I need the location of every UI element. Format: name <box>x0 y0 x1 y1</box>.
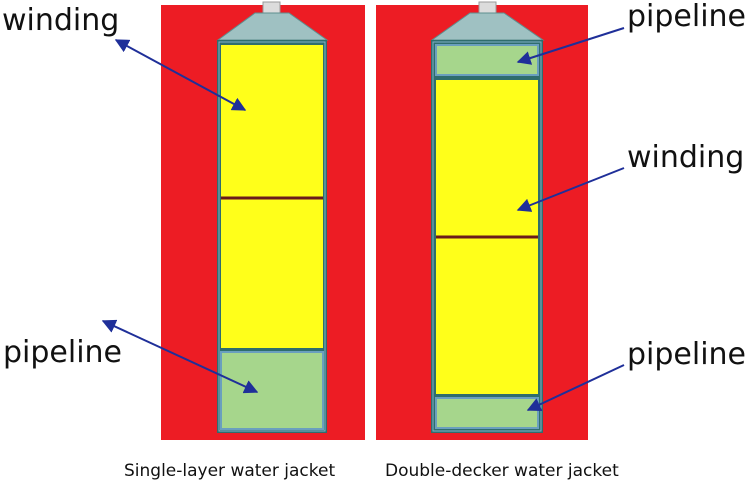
right-bottom-pipeline-label: pipeline <box>627 337 747 372</box>
left-winding-arrow <box>114 39 247 111</box>
left-tank-inner-line <box>218 41 326 432</box>
left-pipeline-label: pipeline <box>3 335 123 370</box>
left-panel-caption: Single-layer water jacket <box>124 461 336 481</box>
right-top-pipeline-arrow <box>516 27 625 65</box>
right-bottom-pipeline-block <box>435 397 539 429</box>
left-nozzle <box>262 1 281 15</box>
pointer-arrows <box>101 27 625 411</box>
right-nozzle <box>478 1 497 15</box>
right-panel-double-decker <box>376 1 588 440</box>
right-top-pipeline-label: pipeline <box>627 0 747 34</box>
left-pipeline-arrow <box>101 319 259 394</box>
right-winding-label: winding <box>627 140 745 175</box>
right-panel-caption: Double-decker water jacket <box>385 461 619 481</box>
right-bottom-pipeline-arrow <box>526 364 625 411</box>
right-tank-inner-line <box>432 41 542 432</box>
right-winding-arrow <box>516 167 625 212</box>
left-winding-label: winding <box>2 3 120 38</box>
left-panel-single-layer <box>161 1 365 440</box>
left-pipeline-block <box>220 351 324 430</box>
